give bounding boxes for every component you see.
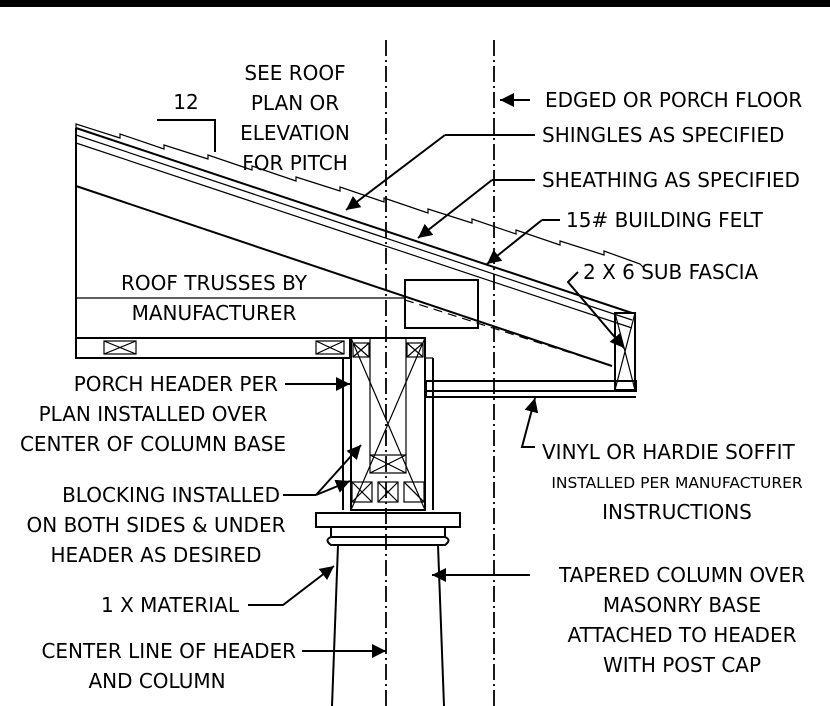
header-block [350,337,426,511]
shingle-steps [75,123,645,269]
column-line-3: ATTACHED TO HEADER [568,623,797,647]
center-line-label-2: AND COLUMN [88,669,225,693]
soffit-line-3: INSTRUCTIONS [602,500,752,524]
sheathing-line [75,142,633,329]
trusses-line-1: ROOF TRUSSES BY [121,271,308,295]
see-roof-line-2: PLAN OR [251,91,339,115]
column-line-4: WITH POST CAP [603,653,761,677]
blocking-line-1: BLOCKING INSTALLED [62,483,280,507]
soffit-line-1: VINYL OR HARDIE SOFFIT [542,440,796,464]
sheathing-label: SHEATHING AS SPECIFIED [542,168,800,192]
shingles-label: SHINGLES AS SPECIFIED [542,123,784,147]
post-cap [315,512,461,528]
pitch-run-label: 12 [173,90,198,114]
column-line-2: MASONRY BASE [603,593,761,617]
edge-floor-label: EDGED OR PORCH FLOOR [545,88,802,112]
blocking-line-3: HEADER AS DESIRED [51,543,262,567]
roof-assembly [75,119,645,391]
sub-fascia-label: 2 X 6 SUB FASCIA [583,260,759,284]
center-line-label-1: CENTER LINE OF HEADER [41,639,296,663]
truss-plate [404,279,479,329]
porch-header-line-2: PLAN INSTALLED OVER [39,402,268,426]
porch-header-line-1: PORCH HEADER PER [74,372,278,396]
truss-dashed-line [404,299,613,367]
material-label: 1 X MATERIAL [101,593,240,617]
top-border [0,0,830,7]
leader-lines [248,93,625,658]
see-roof-line-4: FOR PITCH [242,151,348,175]
trusses-line-2: MANUFACTURER [132,301,297,325]
soffit-line-2: INSTALLED PER MANUFACTURER [551,474,803,492]
felt-label: 15# BUILDING FELT [566,208,764,232]
blocking-line-2: ON BOTH SIDES & UNDER [27,513,286,537]
truss-top-chord [75,185,613,367]
felt-line [75,134,633,321]
column-left-edge [331,544,339,706]
porch-header-line-3: CENTER OF COLUMN BASE [20,432,286,456]
see-roof-line-3: ELEVATION [240,121,350,145]
column-line-1: TAPERED COLUMN OVER [558,563,805,587]
pitch-symbol [157,119,216,152]
column-right-edge [437,544,445,706]
soffit [425,380,637,398]
roof-top-line [75,127,633,314]
see-roof-line-1: SEE ROOF [244,61,345,85]
